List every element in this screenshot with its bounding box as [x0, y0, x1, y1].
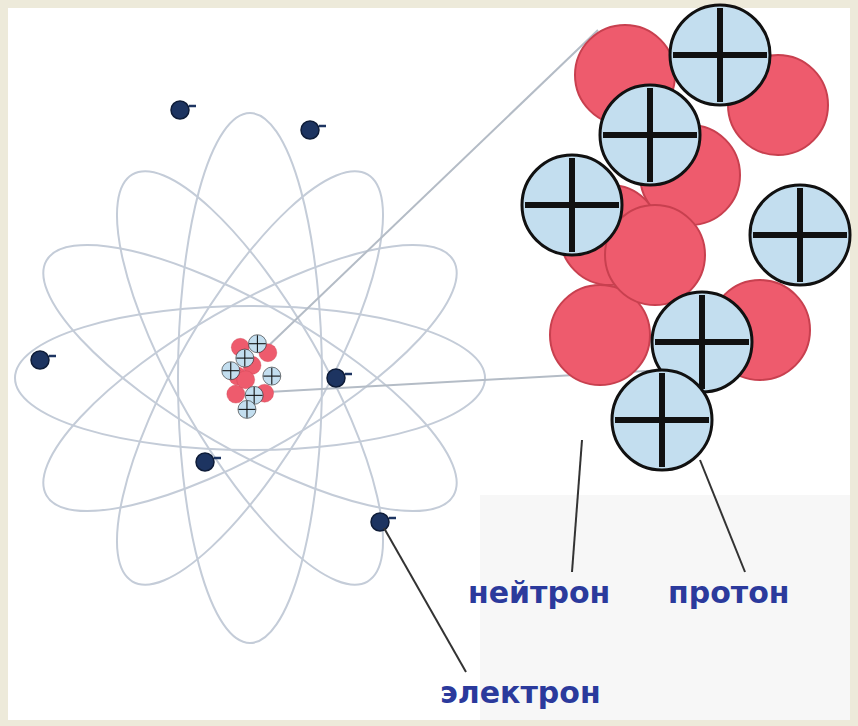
particle-ball [600, 85, 700, 185]
electron-symbol [327, 369, 352, 387]
electron-symbol [301, 121, 326, 139]
plus-sign [659, 373, 665, 467]
electron-symbol [196, 453, 221, 471]
minus-sign [189, 105, 196, 108]
minus-sign [49, 355, 56, 358]
particle-ball [612, 370, 712, 470]
electron-symbol [31, 351, 56, 369]
proton-symbol [750, 185, 850, 285]
minus-sign [389, 517, 396, 520]
proton-symbol [670, 5, 770, 105]
orbit [10, 198, 489, 558]
electron-dot [327, 369, 345, 387]
electron-dot [196, 453, 214, 471]
proton-symbol [522, 155, 622, 255]
orbit [178, 113, 322, 643]
plus-sign [569, 158, 575, 252]
electron-dot [301, 121, 319, 139]
electron-dot [31, 351, 49, 369]
particle-ball [522, 155, 622, 255]
plus-sign [797, 188, 803, 282]
plus-sign [717, 8, 723, 102]
plus-sign [699, 295, 705, 389]
part-label: электрон [440, 676, 601, 709]
part-label: нейтрон [468, 576, 610, 609]
plus-sign [647, 88, 653, 182]
leader-line [384, 528, 466, 672]
orbit [15, 306, 485, 450]
electron-dot [171, 101, 189, 119]
minus-sign [214, 457, 221, 460]
electron-dot [371, 513, 389, 531]
minus-sign [319, 125, 326, 128]
leader-line [700, 460, 745, 572]
proton-symbol [612, 370, 712, 470]
particle-ball [670, 5, 770, 105]
leader-line [572, 440, 582, 572]
proton-symbol [600, 85, 700, 185]
white-panel [8, 8, 850, 720]
particle-ball [750, 185, 850, 285]
part-label: протон [668, 576, 790, 609]
electron-symbol [171, 101, 196, 119]
small-nucleus [222, 335, 281, 419]
minus-sign [345, 373, 352, 376]
